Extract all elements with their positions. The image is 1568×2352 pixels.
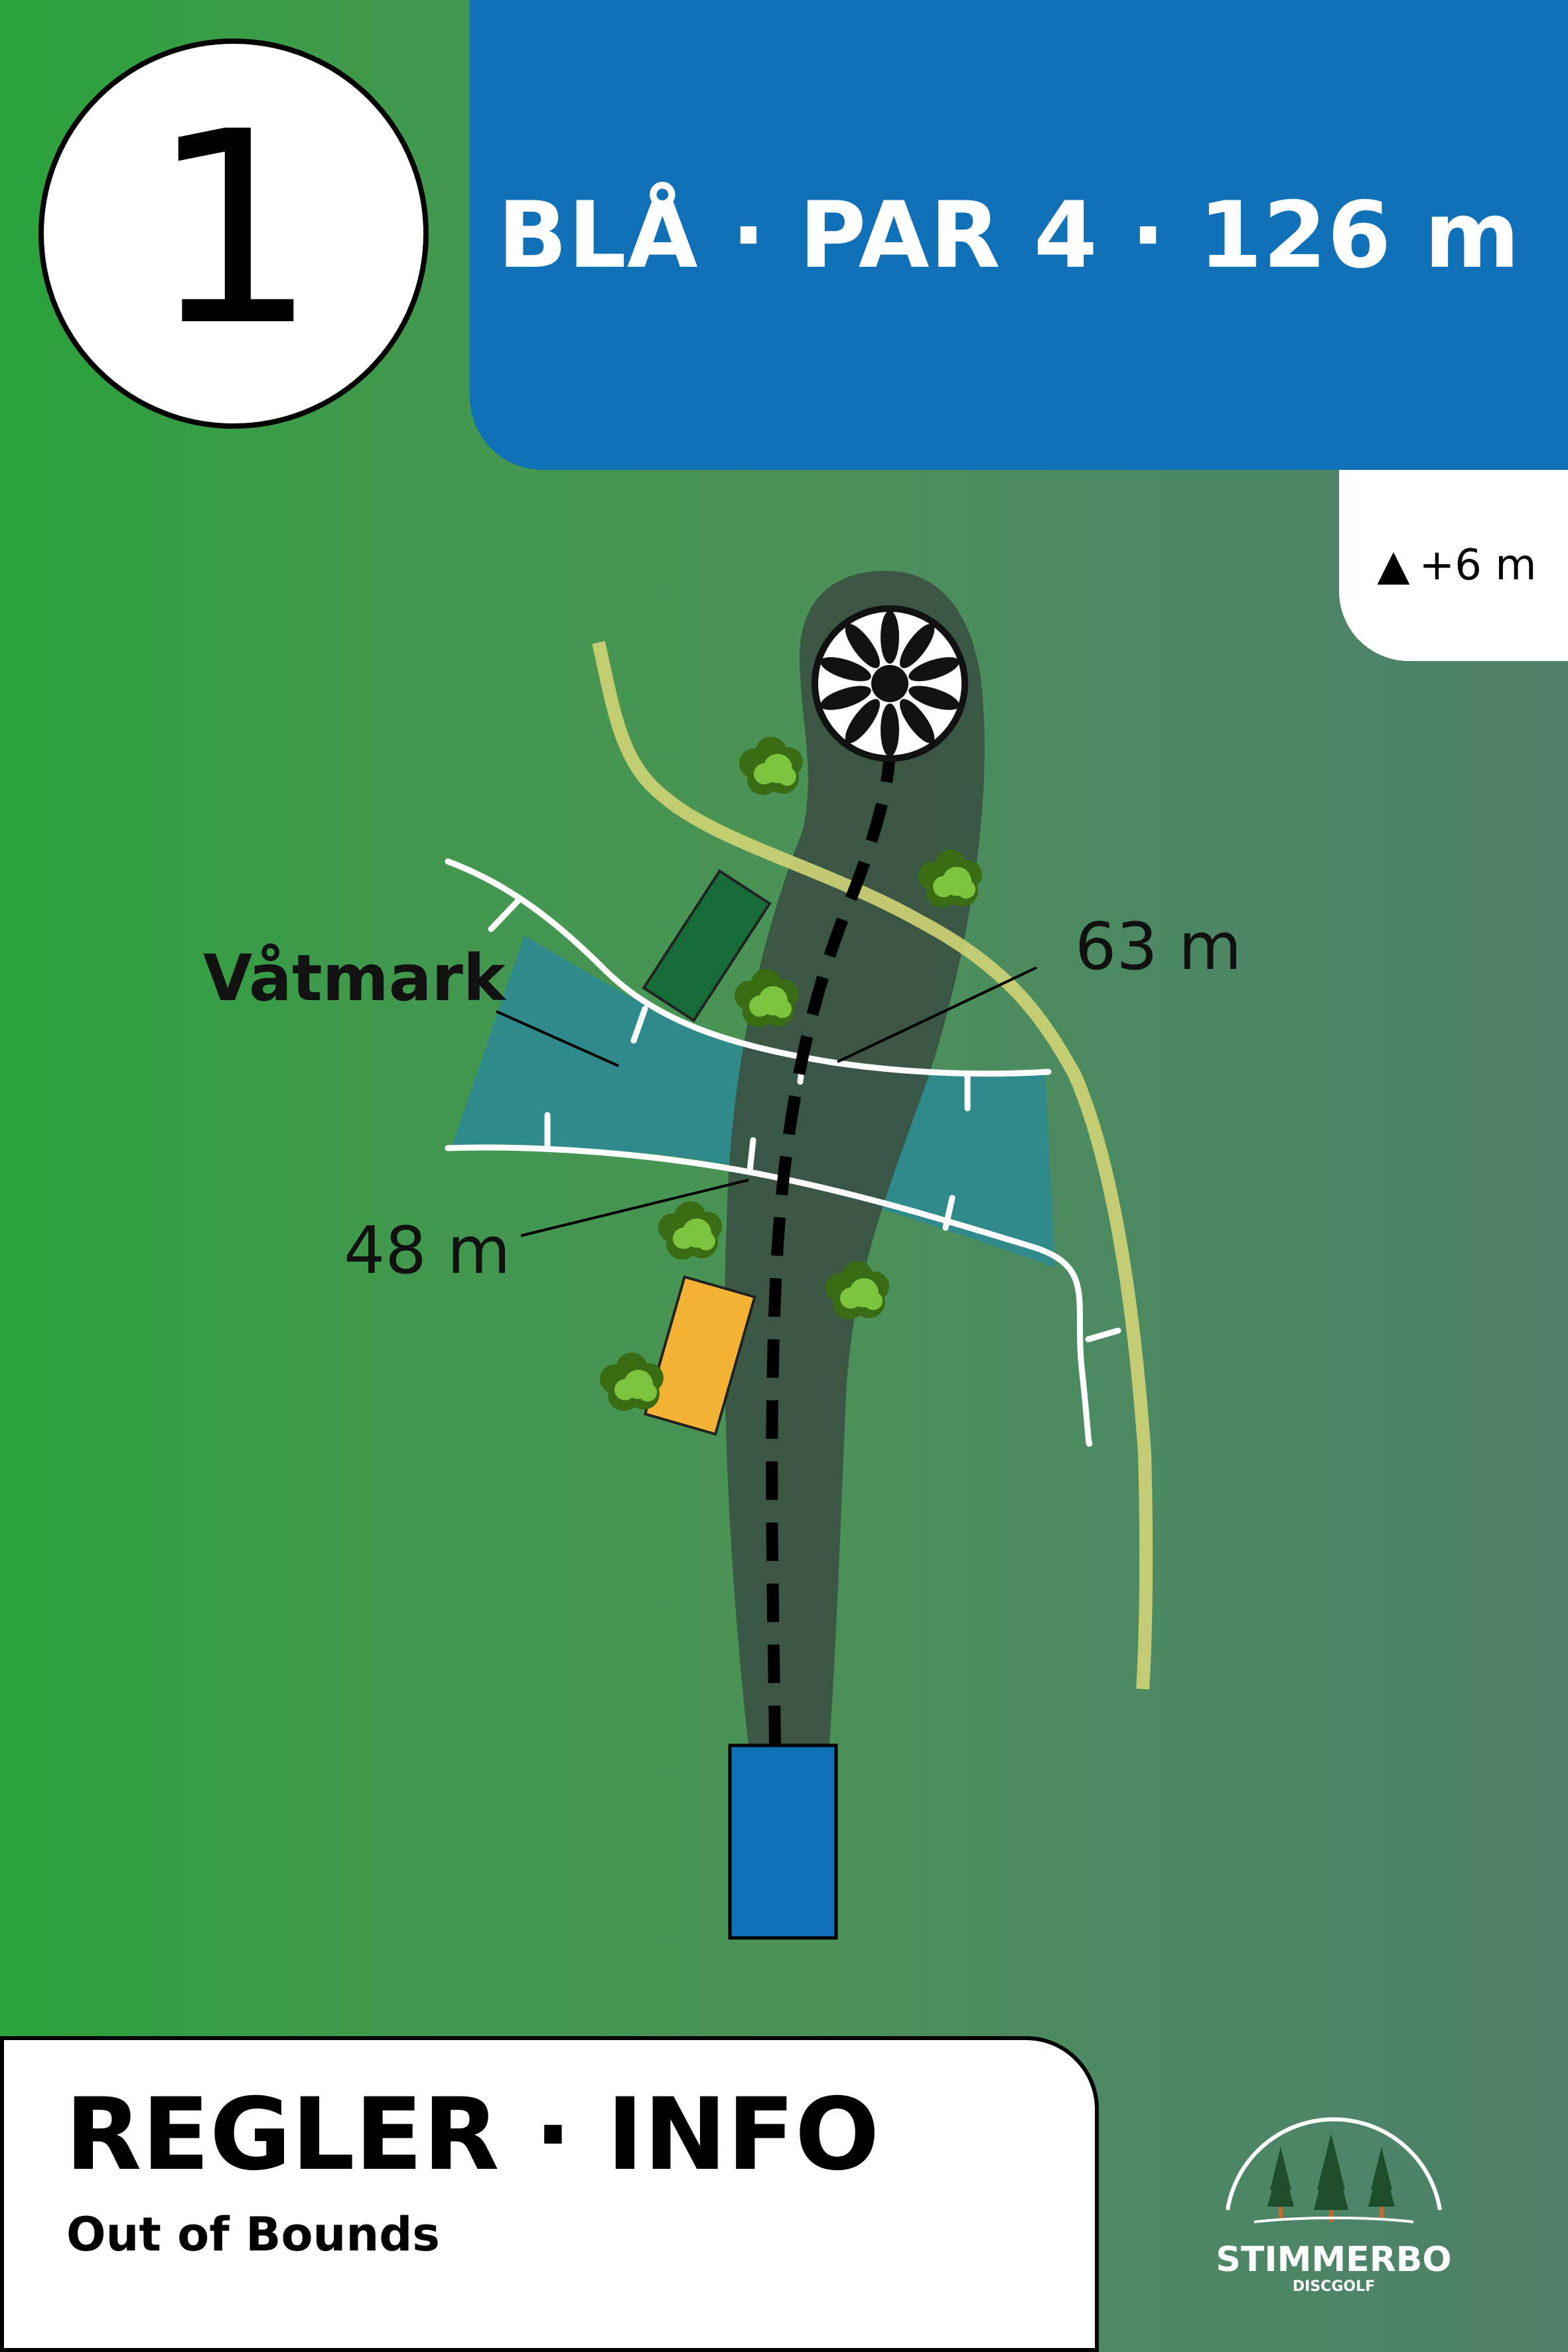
rules-info-title: REGLER · INFO <box>65 2077 880 2193</box>
elevation-text: +6 m <box>1419 541 1537 590</box>
rules-info-subtitle: Out of Bounds <box>66 2207 440 2262</box>
wetland-leader <box>496 1010 619 1067</box>
tee-pad <box>728 1743 838 1940</box>
logo-sub: DISCGOLF <box>1293 2278 1375 2295</box>
logo-name: STIMMERBO <box>1216 2240 1451 2280</box>
hole-header: BLÅ · PAR 4 · 126 m <box>470 0 1568 470</box>
elevation-badge: ▲ +6 m <box>1339 470 1568 661</box>
ob-line-lower <box>445 1112 1121 1447</box>
building-orange <box>643 1275 756 1436</box>
stimmerbo-logo: STIMMERBO DISCGOLF <box>1216 2117 1452 2295</box>
ob-line-upper <box>445 858 1052 1112</box>
tree <box>739 737 803 795</box>
flight-line <box>766 756 895 1745</box>
hole-number-badge: 1 <box>38 38 429 429</box>
fairway <box>724 571 985 1745</box>
wetland-label: Våtmark <box>203 941 506 1015</box>
trail <box>592 640 1153 1690</box>
basket-icon <box>812 605 968 762</box>
rules-info-panel: REGLER · INFO Out of Bounds <box>0 2036 1099 2352</box>
tree <box>600 1353 664 1411</box>
tree <box>658 1201 722 1260</box>
hole-number: 1 <box>149 76 319 384</box>
dist-far-leader <box>837 966 1037 1063</box>
distance-far-label: 63 m <box>1075 909 1242 985</box>
building-green <box>642 869 772 1023</box>
hole-header-text: BLÅ · PAR 4 · 126 m <box>497 181 1521 289</box>
distance-near-label: 48 m <box>344 1213 511 1289</box>
elevation-up-icon: ▲ <box>1377 541 1410 590</box>
dist-near-leader <box>520 1179 749 1237</box>
